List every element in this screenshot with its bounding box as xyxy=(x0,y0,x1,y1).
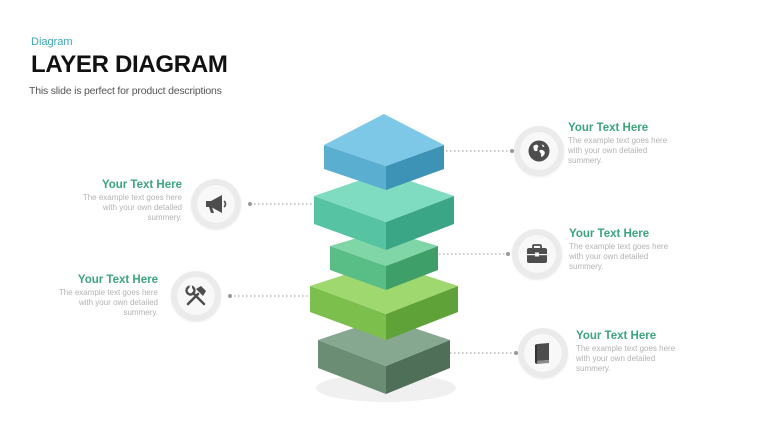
icon-circle-3 xyxy=(512,229,562,279)
text-item-body: The example text goes here with your own… xyxy=(569,242,669,271)
icon-circle-4 xyxy=(171,271,221,321)
briefcase-icon xyxy=(527,244,547,263)
layer-1 xyxy=(324,114,444,190)
layer-2-right-face xyxy=(386,196,454,250)
slide-subtitle: This slide is perfect for product descri… xyxy=(29,85,222,97)
text-item-1: Your Text Here The example text goes her… xyxy=(568,122,698,166)
text-item-2: Your Text Here The example text goes her… xyxy=(52,179,182,223)
text-item-heading: Your Text Here xyxy=(568,122,649,134)
connector-dot-4 xyxy=(228,294,232,298)
layer-1-right-face xyxy=(386,145,444,190)
icon-circle-1 xyxy=(514,126,564,176)
text-item-body: The example text goes here with your own… xyxy=(568,136,668,165)
layer-1-top-face xyxy=(324,114,444,166)
layer-5-top-face xyxy=(318,318,450,366)
slide-title: LAYER DIAGRAM xyxy=(31,51,228,78)
text-item-body: The example text goes here with your own… xyxy=(58,288,158,317)
layer-4-left-face xyxy=(310,286,386,340)
text-item-heading: Your Text Here xyxy=(576,330,657,342)
globe-icon xyxy=(528,140,550,162)
text-item-heading: Your Text Here xyxy=(101,179,182,191)
text-item-3: Your Text Here The example text goes her… xyxy=(569,228,699,272)
icon-circle-2 xyxy=(191,179,241,229)
text-item-body: The example text goes here with your own… xyxy=(576,344,676,373)
connector-dot-5 xyxy=(514,351,518,355)
layer-4-right-face xyxy=(386,286,458,340)
layer-3-right-face xyxy=(386,246,438,290)
layer-3-left-face xyxy=(330,246,386,290)
layer-5 xyxy=(318,318,450,394)
book-icon xyxy=(535,343,549,364)
layer-2 xyxy=(314,172,454,250)
icon-circle-5 xyxy=(518,328,568,378)
slide-kicker: Diagram xyxy=(31,36,73,48)
text-item-body: The example text goes here with your own… xyxy=(82,193,182,222)
layer-1-left-face xyxy=(324,145,386,190)
layer-5-right-face xyxy=(386,340,450,394)
connector-dot-3 xyxy=(506,252,510,256)
connector-dot-1 xyxy=(510,149,514,153)
layer-5-left-face xyxy=(318,340,386,394)
megaphone-icon xyxy=(206,195,227,213)
layer-2-left-face xyxy=(314,196,386,250)
text-item-5: Your Text Here The example text goes her… xyxy=(576,330,706,374)
connector-dot-2 xyxy=(248,202,252,206)
text-item-heading: Your Text Here xyxy=(569,228,650,240)
text-item-4: Your Text Here The example text goes her… xyxy=(28,274,158,318)
tools-icon xyxy=(185,285,206,306)
text-item-heading: Your Text Here xyxy=(77,274,158,286)
layer-2-top-face xyxy=(314,172,454,222)
